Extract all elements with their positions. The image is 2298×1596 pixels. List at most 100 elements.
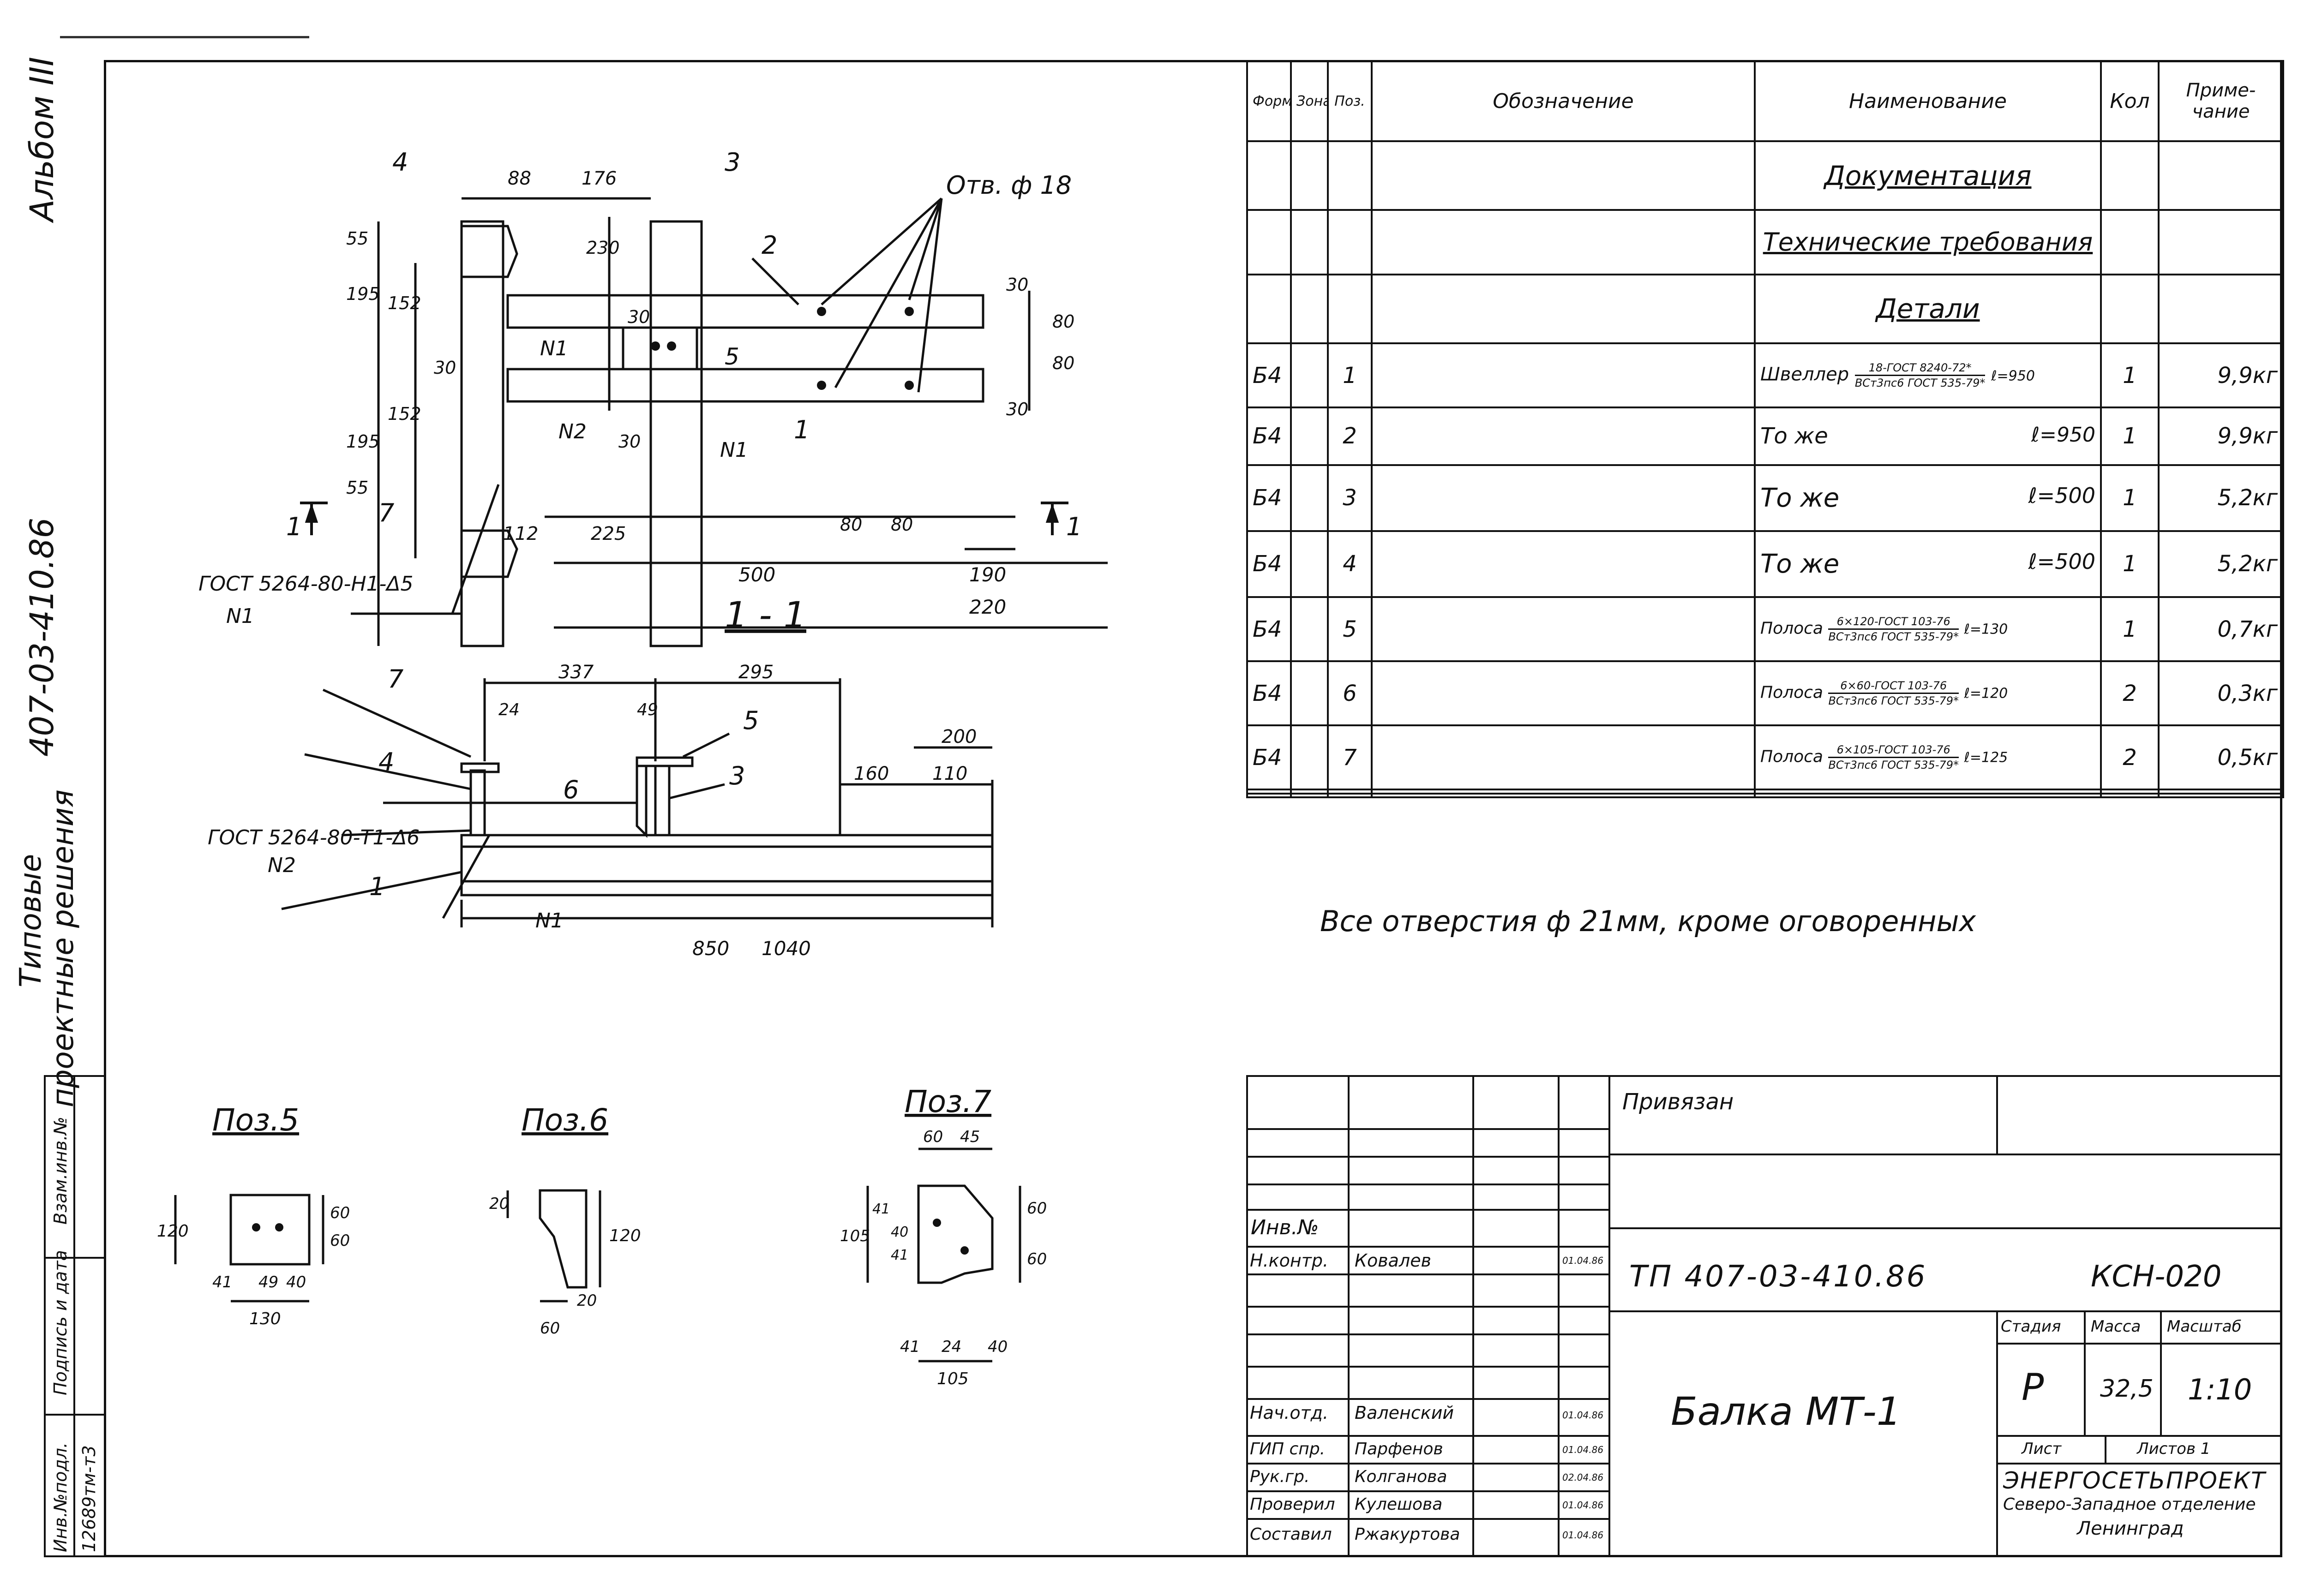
section-gost-weld-sub: N2 [268, 854, 296, 877]
detail-7-dim-60c: 60 [1027, 1250, 1047, 1268]
detail-pos-7-title: Поз.7 [905, 1084, 991, 1119]
spec-col-designation: Обозначение [1371, 60, 1756, 142]
detail-6-dim-20b: 20 [577, 1291, 597, 1310]
dim-left-55a: 55 [346, 228, 368, 249]
weld-n2: N2 [558, 420, 587, 443]
detail-7-dim-41a: 41 [872, 1201, 890, 1217]
detail-pos-7: Поз.7 60 45 105 41 40 41 60 60 41 24 40 … [840, 1084, 1047, 1388]
dim-left-30: 30 [434, 358, 456, 378]
table-row: Б4 6 Полоса 6×60-ГОСТ 103-76 ВСт3пс6 ГОС… [1246, 660, 2284, 727]
section-pos-1: 1 [369, 872, 385, 901]
stage-value: Р [2022, 1366, 2044, 1409]
sheets-label: Листов 1 [2137, 1440, 2211, 1458]
dim-mid-30a: 30 [628, 307, 650, 327]
stamp-inv-orig: Инв.№подл. [50, 1442, 71, 1552]
detail-6-dim-60: 60 [540, 1319, 560, 1338]
section-mark-left: 1 [286, 512, 302, 541]
weld-n1-b: N1 [720, 438, 748, 462]
section-1-1-view: 1 - 1 7 4 6 5 3 1 337 2 [208, 595, 994, 960]
name-4: Колганова [1355, 1467, 1447, 1486]
table-row-empty [1246, 789, 2284, 795]
section-pos-4: 4 [378, 747, 394, 777]
spec-header-row: Формат Зона Поз. Обозначение Наименовани… [1246, 60, 2284, 142]
stamp-sign-date: Подпись и дата [50, 1250, 71, 1395]
plate-pos-7-bottom [460, 529, 518, 578]
dim-mid-230: 230 [586, 238, 620, 258]
role-6: Составил [1250, 1525, 1332, 1544]
channel-pos-3 [649, 220, 703, 647]
table-row-empty [1246, 792, 2284, 799]
section-title: 1 - 1 [725, 595, 806, 636]
detail-5-dim-40: 40 [286, 1273, 306, 1291]
role-5: Проверил [1250, 1495, 1335, 1514]
dim-left-195b: 195 [346, 431, 380, 452]
spec-col-note: Приме-чание [2158, 60, 2284, 142]
section-plate-6 [636, 765, 648, 838]
detail-5-dim-41: 41 [212, 1273, 232, 1291]
pos-2-label: 2 [762, 231, 777, 260]
role-1: Н.контр. [1250, 1250, 1329, 1271]
stage-label: Стадия [2001, 1317, 2061, 1336]
dim-bottom-225: 225 [591, 523, 626, 544]
dim-right-30a: 30 [1006, 275, 1028, 295]
section-dim-200: 200 [942, 726, 977, 747]
table-row: Б4 7 Полоса 6×105-ГОСТ 103-76 ВСт3пс6 ГО… [1246, 724, 2284, 791]
spec-section-row: Детали [1246, 273, 2284, 344]
section-channel-3 [654, 765, 671, 837]
spec-col-qty: Кол [2100, 60, 2160, 142]
section-pos-7: 7 [388, 664, 403, 693]
detail-7-dim-24: 24 [942, 1338, 961, 1356]
spec-section-details: Детали [1754, 273, 2102, 344]
detail-7-dim-40b: 40 [988, 1338, 1008, 1356]
detail-7-dim-40a: 40 [891, 1224, 908, 1240]
pos-4-label: 4 [392, 152, 408, 177]
section-channel-1 [460, 834, 994, 897]
detail-7-dim-60b: 60 [1027, 1199, 1047, 1218]
stamp-inv-orig-value: 12689тм-т3 [79, 1445, 99, 1552]
org-branch: Северо-Западное отделение [2003, 1495, 2256, 1514]
org-city: Ленинград [2077, 1518, 2184, 1539]
section-pos-5: 5 [743, 706, 759, 735]
name-1: Ковалев [1355, 1250, 1431, 1271]
dim-bottom-112: 112 [503, 523, 538, 544]
section-dim-160: 160 [854, 763, 889, 784]
date-3: 01.04.86 [1562, 1444, 1604, 1455]
dim-top-88: 88 [508, 168, 531, 189]
section-dim-110: 110 [932, 763, 967, 784]
table-row: Б4 1 Швеллер 18-ГОСТ 8240-72* ВСт3пс6 ГО… [1246, 342, 2284, 409]
spec-col-format: Формат [1246, 60, 1292, 142]
section-gost-weld: ГОСТ 5264-80-Т1-Δ6 [208, 826, 420, 849]
date-2: 01.04.86 [1562, 1410, 1604, 1421]
section-pos-3: 3 [729, 761, 745, 790]
section-dim-337: 337 [558, 662, 594, 683]
dim-right-80a: 80 [1052, 311, 1074, 332]
mass-label: Масса [2091, 1317, 2141, 1336]
dim-bottom-500: 500 [738, 563, 775, 586]
detail-5-dim-120: 120 [157, 1222, 189, 1241]
detail-7-dim-60a: 60 [923, 1128, 943, 1146]
spec-col-zone: Зона [1290, 60, 1329, 142]
detail-6-dim-20a: 20 [489, 1195, 509, 1213]
specification-table: Формат Зона Поз. Обозначение Наименовани… [1246, 60, 2284, 799]
plate-pos-5 [622, 326, 698, 371]
date-1: 01.04.86 [1562, 1255, 1604, 1266]
section-dim-295: 295 [738, 662, 774, 683]
spec-col-name: Наименование [1754, 60, 2102, 142]
sheet-code: КСН-020 [2091, 1260, 2222, 1294]
drawing-sheet-border [104, 60, 2282, 1557]
weld-n1-a: N1 [540, 337, 568, 360]
name-6: Ржакуртова [1355, 1525, 1460, 1544]
detail-pos-6-title: Поз.6 [522, 1102, 608, 1138]
detail-7-dim-45: 45 [960, 1128, 980, 1146]
detail-pos-5: Поз.5 120 60 60 41 49 40 130 [157, 1102, 350, 1328]
main-plan-view: Отв. ф 18 4 3 2 1 7 5 N1 N2 N1 ГОСТ 5264… [198, 152, 1108, 647]
detail-5-dim-49: 49 [258, 1273, 278, 1291]
side-label-code: 407-03-410.86 [23, 517, 61, 757]
section-dim-49: 49 [637, 700, 658, 719]
dim-bottom-80b: 80 [891, 514, 913, 535]
detail-5-dim-130: 130 [249, 1309, 281, 1328]
detail-6-dim-120: 120 [609, 1226, 641, 1245]
dim-right-30b: 30 [1006, 399, 1028, 419]
doc-code: ТП 407-03-410.86 [1629, 1260, 1927, 1294]
